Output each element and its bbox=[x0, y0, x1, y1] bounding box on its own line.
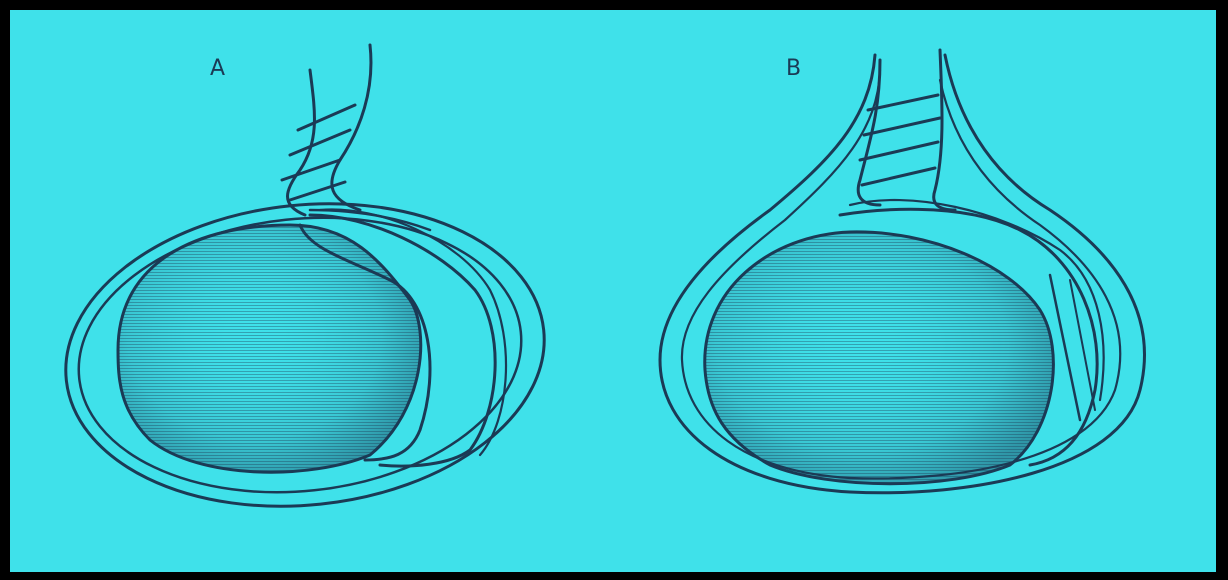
panel-a-drawing bbox=[51, 45, 560, 529]
testis-illustration bbox=[10, 10, 1216, 572]
panel-b-drawing bbox=[660, 50, 1144, 493]
figure-canvas: A B bbox=[10, 10, 1216, 572]
